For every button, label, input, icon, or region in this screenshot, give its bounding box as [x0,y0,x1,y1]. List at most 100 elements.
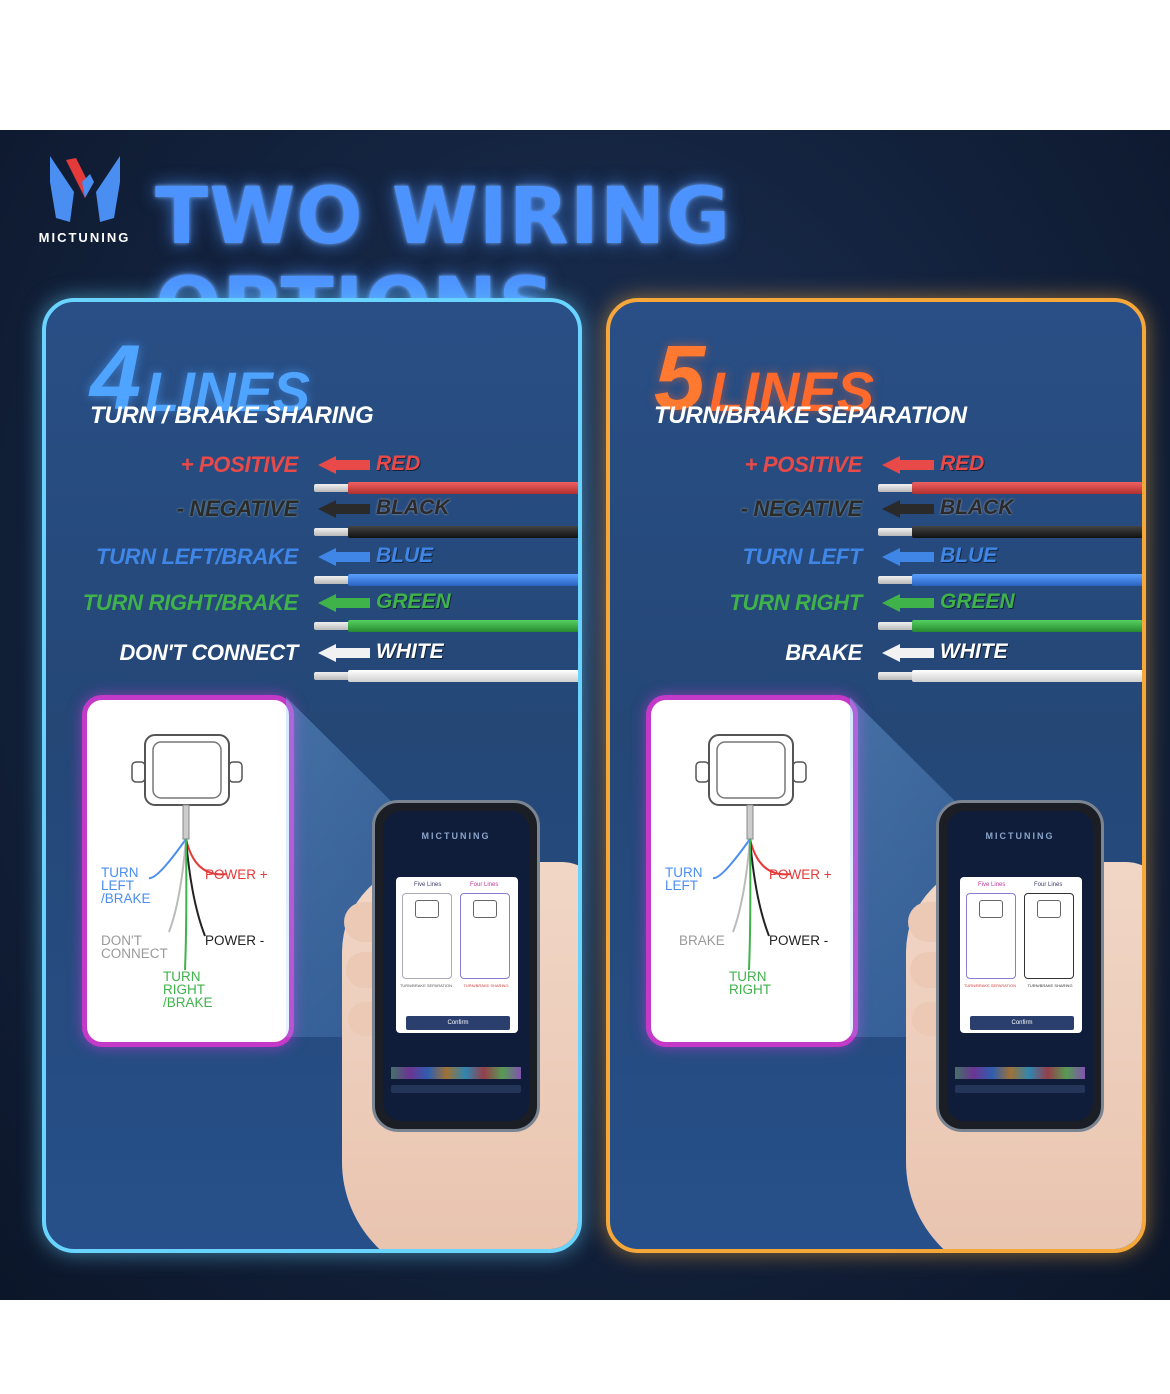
wire-red [878,482,1142,494]
wire-color-name: BLUE [940,544,998,567]
panel-subtitle: TURN/BRAKE SEPARATION [654,402,967,429]
wire-label: + POSITIVE [744,452,863,477]
wire-row-blue: TURN LEFT/BRAKE BLUE [46,544,578,592]
diagram-label-green: /BRAKE [163,995,213,1010]
arrow-left-icon [882,500,934,518]
caption-separation: TURN/BRAKE SEPARATION [399,983,453,988]
wire-row-white: DON'T CONNECT WHITE [46,640,578,688]
wiring-banner: MICTUNING TWO WIRING OPTIONS 4LINES TURN… [0,130,1170,1300]
wire-color-name: GREEN [376,590,451,613]
arrow-left-icon [318,548,370,566]
brand-name: MICTUNING [38,230,131,245]
arrow-left-icon [318,456,370,474]
arrow-left-icon [318,594,370,612]
diagram-label-blue: TURN [101,865,139,880]
wire-label: - NEGATIVE [176,496,299,521]
wire-label: TURN LEFT/BRAKE [95,544,298,569]
wire-blue [878,574,1142,586]
wire-color-name: RED [940,452,985,475]
wire-row-black: - NEGATIVE BLACK [610,496,1142,544]
wire-row-red: + POSITIVE RED [46,452,578,500]
mictuning-logo: MICTUNING [22,152,147,252]
app-title: MICTUNING [985,831,1055,841]
diagram-label-blue: LEFT [665,878,699,893]
wire-white [314,670,578,682]
arrow-left-icon [318,500,370,518]
phone-screen: MICTUNING Five Lines Four Lines TURN/BRA… [383,811,529,1121]
phone-screen: MICTUNING Five Lines Four Lines TURN/BRA… [947,811,1093,1121]
lines-word: LINES [709,360,875,423]
controller-box-icon [695,734,807,971]
tab-four-lines[interactable]: Four Lines [470,882,499,888]
wire-blue [314,574,578,586]
wire-color-name: GREEN [940,590,1015,613]
four-lines-panel: 4LINES TURN / BRAKE SHARING + POSITIVE R… [42,298,582,1253]
panel-heading: 5LINES [654,332,874,424]
wire-color-name: BLACK [940,496,1014,519]
logo-m-icon [50,156,120,222]
wire-label: TURN RIGHT [729,590,862,615]
line-mode-dialog: Five Lines Four Lines TURN/BRAKE SEPARAT… [396,877,518,1033]
wire-color-name: BLACK [376,496,450,519]
confirm-button[interactable]: Confirm [970,1016,1074,1030]
diagram-label-blue: /BRAKE [101,891,151,906]
diagram-label-green: TURN [163,969,201,984]
diagram-label-white: BRAKE [679,933,725,948]
arrow-left-icon [882,456,934,474]
wire-row-green: TURN RIGHT/BRAKE GREEN [46,590,578,638]
tab-five-lines[interactable]: Five Lines [414,882,442,888]
wire-label: BRAKE [785,640,862,665]
wire-green [878,620,1142,632]
arrow-left-icon [882,644,934,662]
line-mode-dialog: Five Lines Four Lines TURN/BRAKE SEPARAT… [960,877,1082,1033]
wire-black [878,526,1142,538]
panel-heading: 4LINES [90,332,310,424]
diagram-label-power-plus: POWER + [769,867,832,882]
wiring-diagram-card: TURN LEFT POWER + BRAKE POWER - TURN RIG… [646,695,858,1047]
lines-number: 5 [654,327,706,429]
caption-separation: TURN/BRAKE SEPARATION [963,983,1017,988]
wire-color-name: BLUE [376,544,434,567]
wire-label: - NEGATIVE [740,496,863,521]
wire-red [314,482,578,494]
wire-row-black: - NEGATIVE BLACK [46,496,578,544]
lines-word: LINES [145,360,311,423]
wire-color-name: RED [376,452,421,475]
diagram-label-power-minus: POWER - [205,933,265,948]
wire-row-green: TURN RIGHT GREEN [610,590,1142,638]
arrow-left-icon [882,594,934,612]
panel-subtitle: TURN / BRAKE SHARING [90,402,374,429]
five-lines-panel: 5LINES TURN/BRAKE SEPARATION + POSITIVE … [606,298,1146,1253]
wiring-diagram-card: TURN LEFT /BRAKE POWER + DON'T CONNECT P… [82,695,294,1047]
controller-box-icon [131,734,243,971]
wire-green [314,620,578,632]
wire-row-white: BRAKE WHITE [610,640,1142,688]
diagram-label-white: CONNECT [101,946,168,961]
wire-color-name: WHITE [940,640,1008,663]
wire-label: DON'T CONNECT [119,640,298,665]
caption-sharing: TURN/BRAKE SHARING [463,983,509,988]
diagram-label-green: RIGHT [729,982,771,997]
diagram-label-blue: LEFT [101,878,135,893]
diagram-label-white: DON'T [101,933,142,948]
wire-white [878,670,1142,682]
diagram-label-blue: TURN [665,865,703,880]
diagram-label-power-minus: POWER - [769,933,829,948]
diagram-label-green: RIGHT [163,982,205,997]
app-title: MICTUNING [421,831,491,841]
wire-label: TURN LEFT [742,544,862,569]
diagram-label-green: TURN [729,969,767,984]
confirm-button[interactable]: Confirm [406,1016,510,1030]
arrow-left-icon [318,644,370,662]
lines-number: 4 [90,327,142,429]
arrow-left-icon [882,548,934,566]
tab-four-lines[interactable]: Four Lines [1034,882,1063,888]
tab-five-lines[interactable]: Five Lines [978,882,1006,888]
wire-row-red: + POSITIVE RED [610,452,1142,500]
caption-sharing: TURN/BRAKE SHARING [1027,983,1073,988]
wire-row-blue: TURN LEFT BLUE [610,544,1142,592]
wire-label: + POSITIVE [180,452,299,477]
smartphone: MICTUNING Five Lines Four Lines TURN/BRA… [936,800,1104,1132]
wire-label: TURN RIGHT/BRAKE [82,590,299,615]
wire-color-name: WHITE [376,640,444,663]
